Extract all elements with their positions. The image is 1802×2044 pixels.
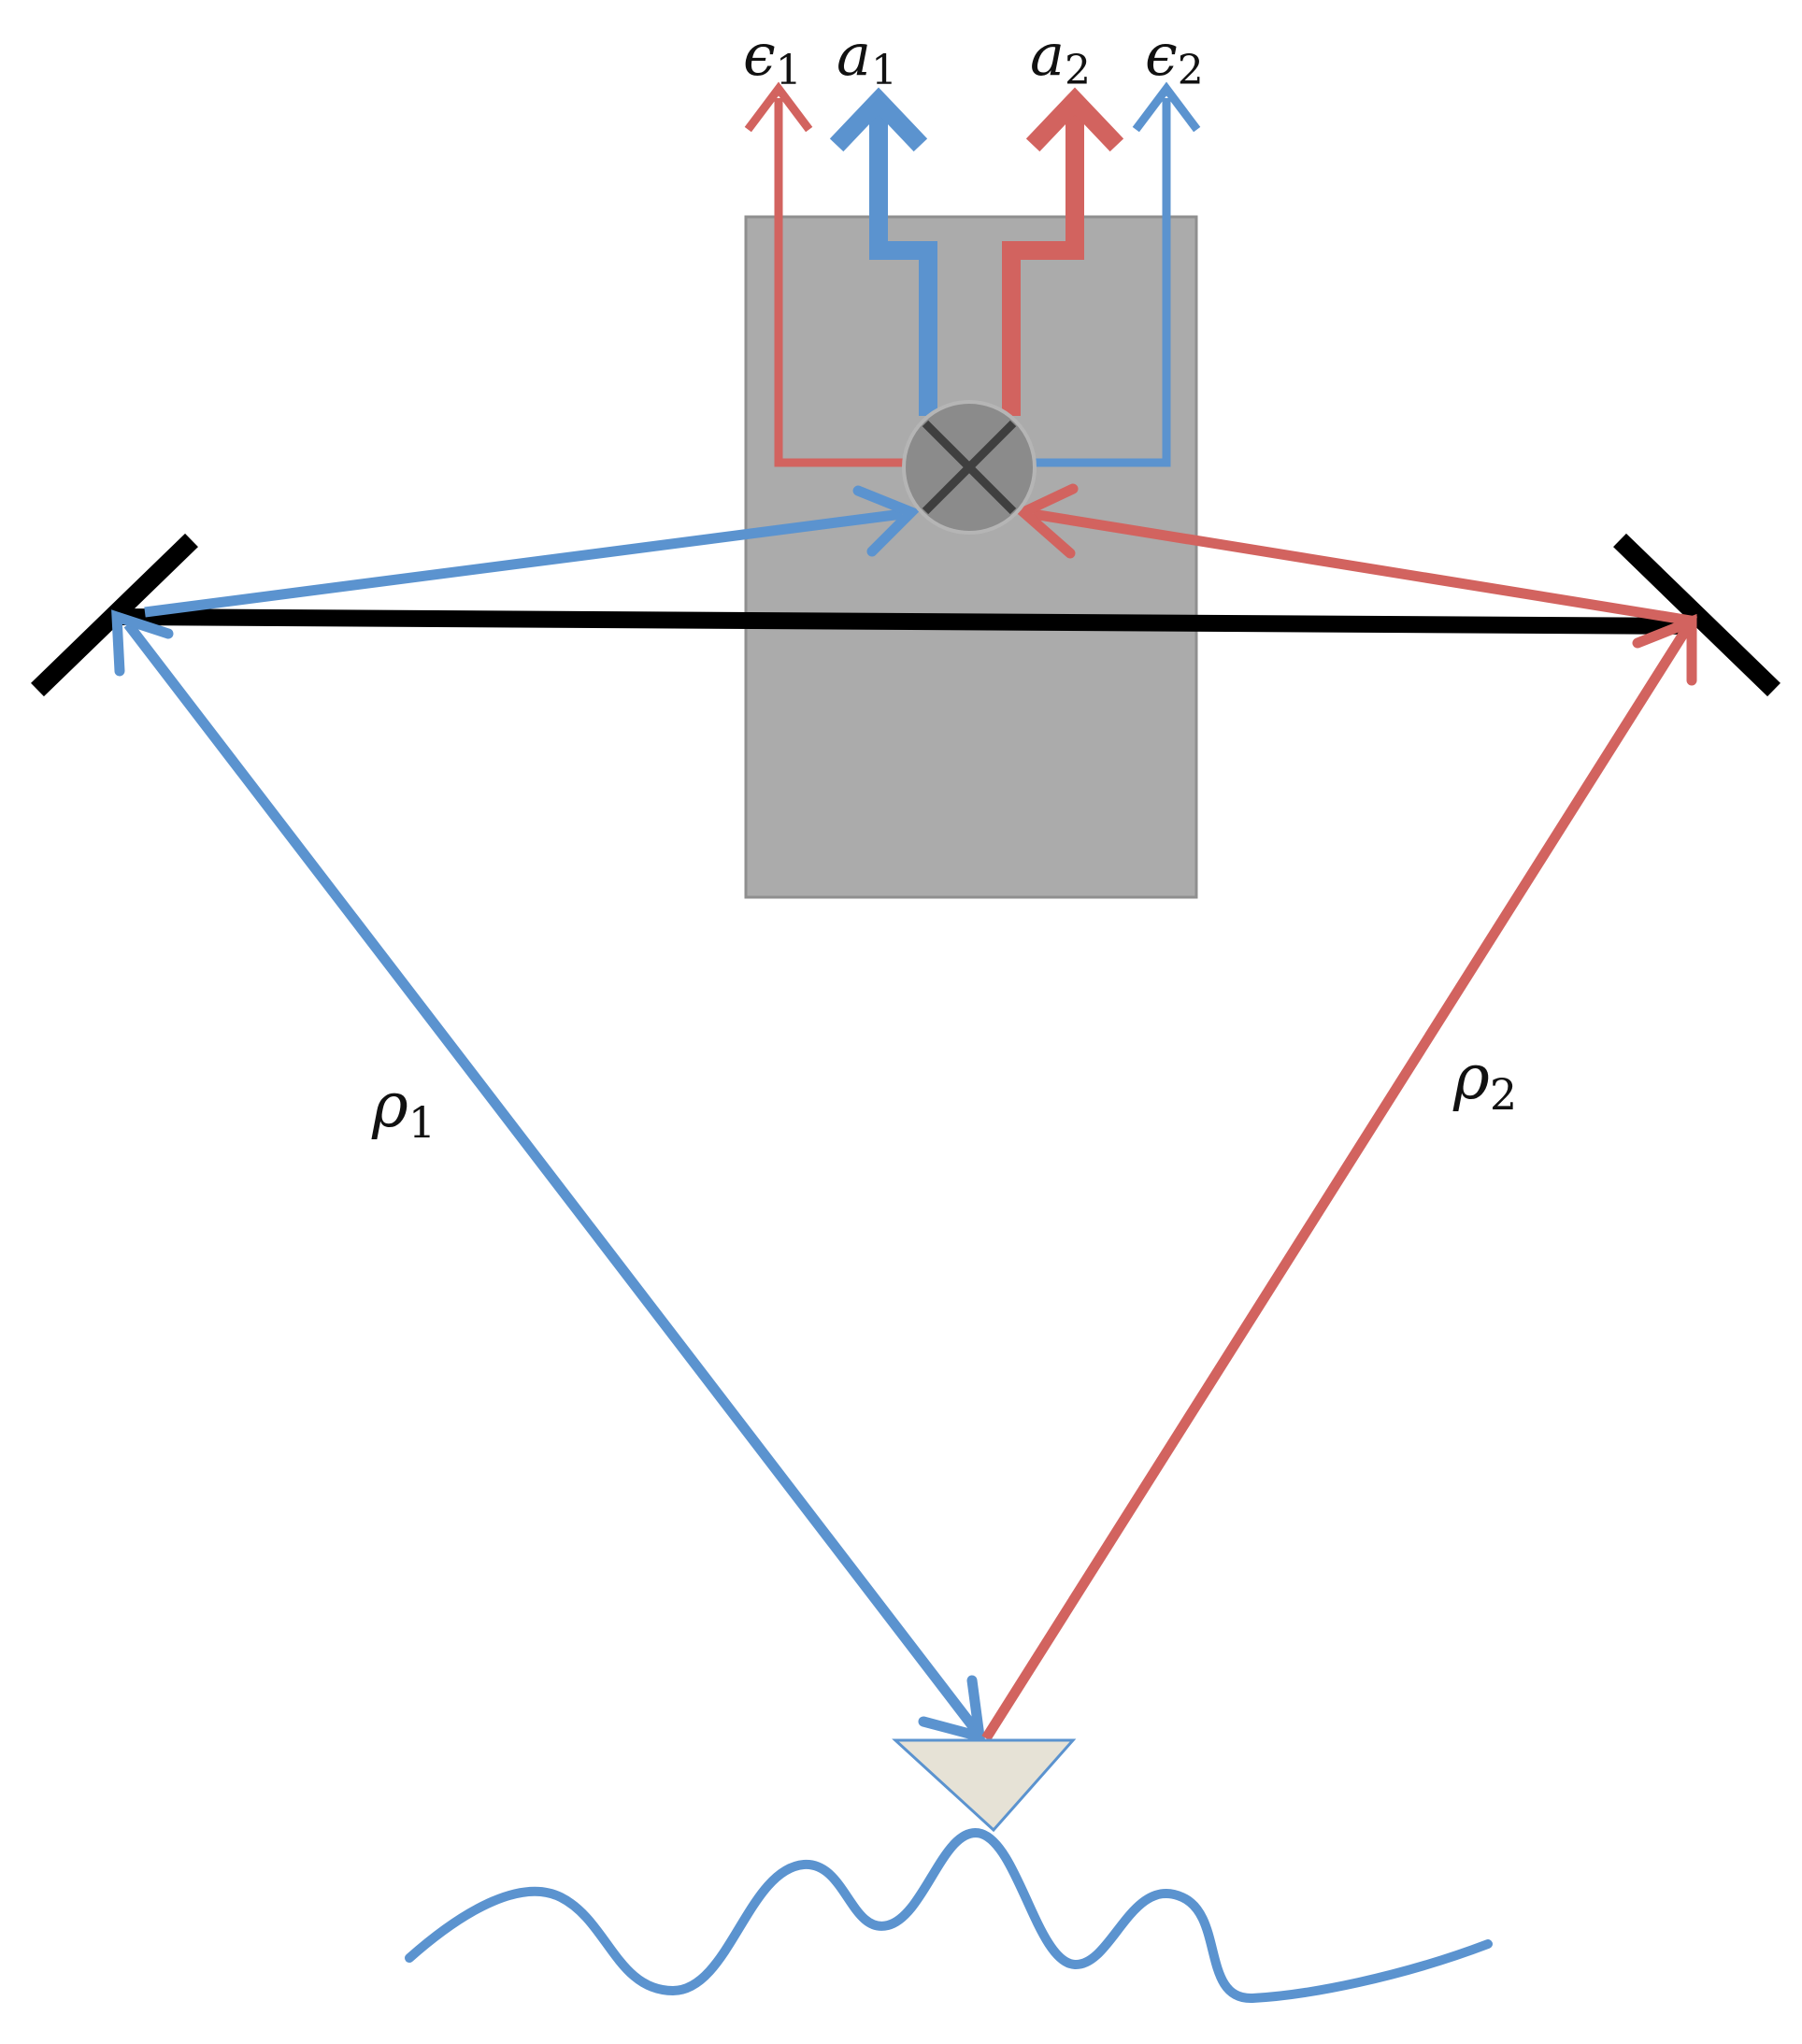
output-epsilon2-line	[1036, 98, 1171, 467]
correlator-box	[744, 215, 1198, 899]
circle-times-icon	[902, 400, 1037, 535]
label-epsilon1: ϵ1	[743, 21, 802, 94]
label-epsilon2: ϵ2	[1145, 21, 1204, 94]
label-rho1: ρ1	[371, 1069, 436, 1148]
beam-left-to-mixer	[144, 508, 903, 618]
output-a2-line	[1002, 103, 1084, 416]
label-a2: a2	[1030, 21, 1091, 94]
output-a2-arrowhead	[1025, 87, 1124, 152]
label-rho2: ρ2	[1452, 1041, 1517, 1120]
wave-signal-icon	[405, 1828, 1493, 2004]
beam-right-to-mixer	[1032, 508, 1697, 627]
beam-right-to-mixer-arrowhead	[1014, 483, 1079, 559]
beam-rho1-arrowhead-bottom	[918, 1675, 986, 1744]
beam-rho1-arrowhead-top	[111, 609, 174, 677]
label-a1: a1	[837, 21, 897, 94]
beam-rho2-arrowhead	[1632, 613, 1697, 686]
output-a1-arrowhead	[829, 87, 928, 152]
output-epsilon1-arrowhead	[744, 81, 813, 133]
output-epsilon2-arrowhead	[1132, 81, 1201, 133]
baseline	[116, 608, 1697, 635]
beam-rho2	[981, 625, 1692, 1741]
output-epsilon1-line	[774, 98, 905, 467]
output-a1-line	[869, 103, 937, 416]
triangle-detector-icon	[892, 1738, 1077, 1833]
beam-rho1	[123, 621, 980, 1733]
beam-left-to-mixer-arrowhead	[852, 485, 921, 557]
